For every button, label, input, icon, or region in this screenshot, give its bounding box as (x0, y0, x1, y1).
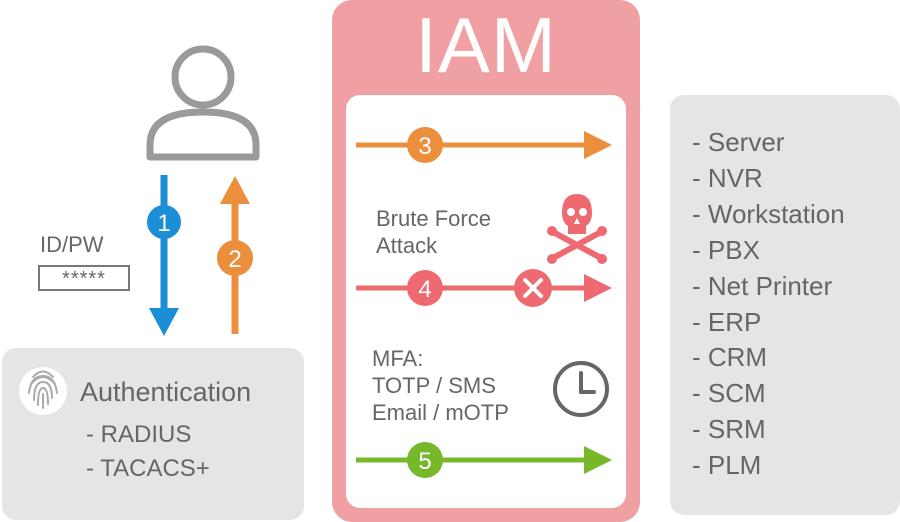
fingerprint-icon (19, 367, 67, 415)
target-item: - Net Printer (692, 271, 833, 301)
step-number: 1 (157, 210, 170, 237)
brute-force-label: Brute Force Attack (376, 205, 491, 259)
step-number: 2 (228, 246, 241, 273)
step-number: 3 (418, 133, 431, 160)
mfa-line: MFA: (372, 346, 424, 371)
target-item: - ERP (692, 307, 762, 337)
iam-title: IAM (415, 1, 557, 89)
auth-item-radius: - RADIUS (86, 421, 192, 448)
arrow-step-4: 4 (356, 270, 612, 306)
brute-force-line: Brute Force (376, 206, 491, 231)
id-pw-label: ID/PW (40, 232, 104, 257)
arrow-step-3: 3 (356, 127, 612, 163)
step-number: 4 (418, 276, 431, 303)
targets-panel (670, 95, 900, 515)
authentication-title: Authentication (80, 377, 252, 407)
step-number: 5 (418, 448, 431, 475)
x-circle-icon (514, 269, 552, 307)
skull-crossbones-icon (547, 194, 607, 264)
target-item: - Workstation (692, 199, 845, 229)
password-field: ***** (38, 265, 130, 291)
brute-force-line: Attack (376, 233, 438, 258)
mfa-label: MFA: TOTP / SMS Email / mOTP (372, 345, 509, 426)
clock-icon (553, 361, 609, 417)
mfa-line: TOTP / SMS (372, 373, 496, 398)
target-item: - SRM (692, 414, 766, 444)
target-item: - PBX (692, 235, 760, 265)
target-item: - PLM (692, 450, 762, 480)
auth-item-tacacs: - TACACS+ (86, 455, 210, 482)
arrow-step-1: 1 (147, 175, 181, 336)
user-icon (146, 45, 260, 161)
target-item: - SCM (692, 378, 766, 408)
target-item: - CRM (692, 342, 768, 372)
mfa-line: Email / mOTP (372, 400, 509, 425)
iam-inner-panel (346, 95, 626, 508)
arrow-step-2: 2 (217, 176, 253, 334)
arrow-step-5: 5 (356, 442, 612, 478)
target-item: - Server (692, 127, 785, 157)
target-item: - NVR (692, 163, 763, 193)
